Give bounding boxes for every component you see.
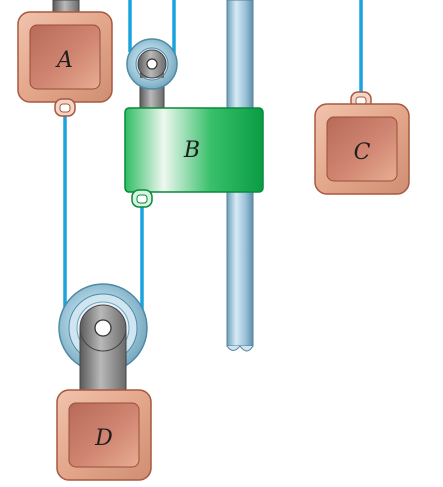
block-c: C bbox=[314, 91, 410, 195]
upper-pulley bbox=[126, 38, 178, 115]
block-c-label: C bbox=[354, 140, 371, 165]
block-d: D bbox=[56, 389, 152, 481]
ropes bbox=[63, 0, 363, 316]
lower-pulley bbox=[58, 283, 148, 395]
block-d-label: D bbox=[94, 426, 113, 451]
collar-b: B bbox=[124, 107, 264, 208]
collar-b-label: B bbox=[183, 138, 200, 163]
block-a-label: A bbox=[55, 48, 73, 73]
block-a: A bbox=[17, 11, 113, 117]
